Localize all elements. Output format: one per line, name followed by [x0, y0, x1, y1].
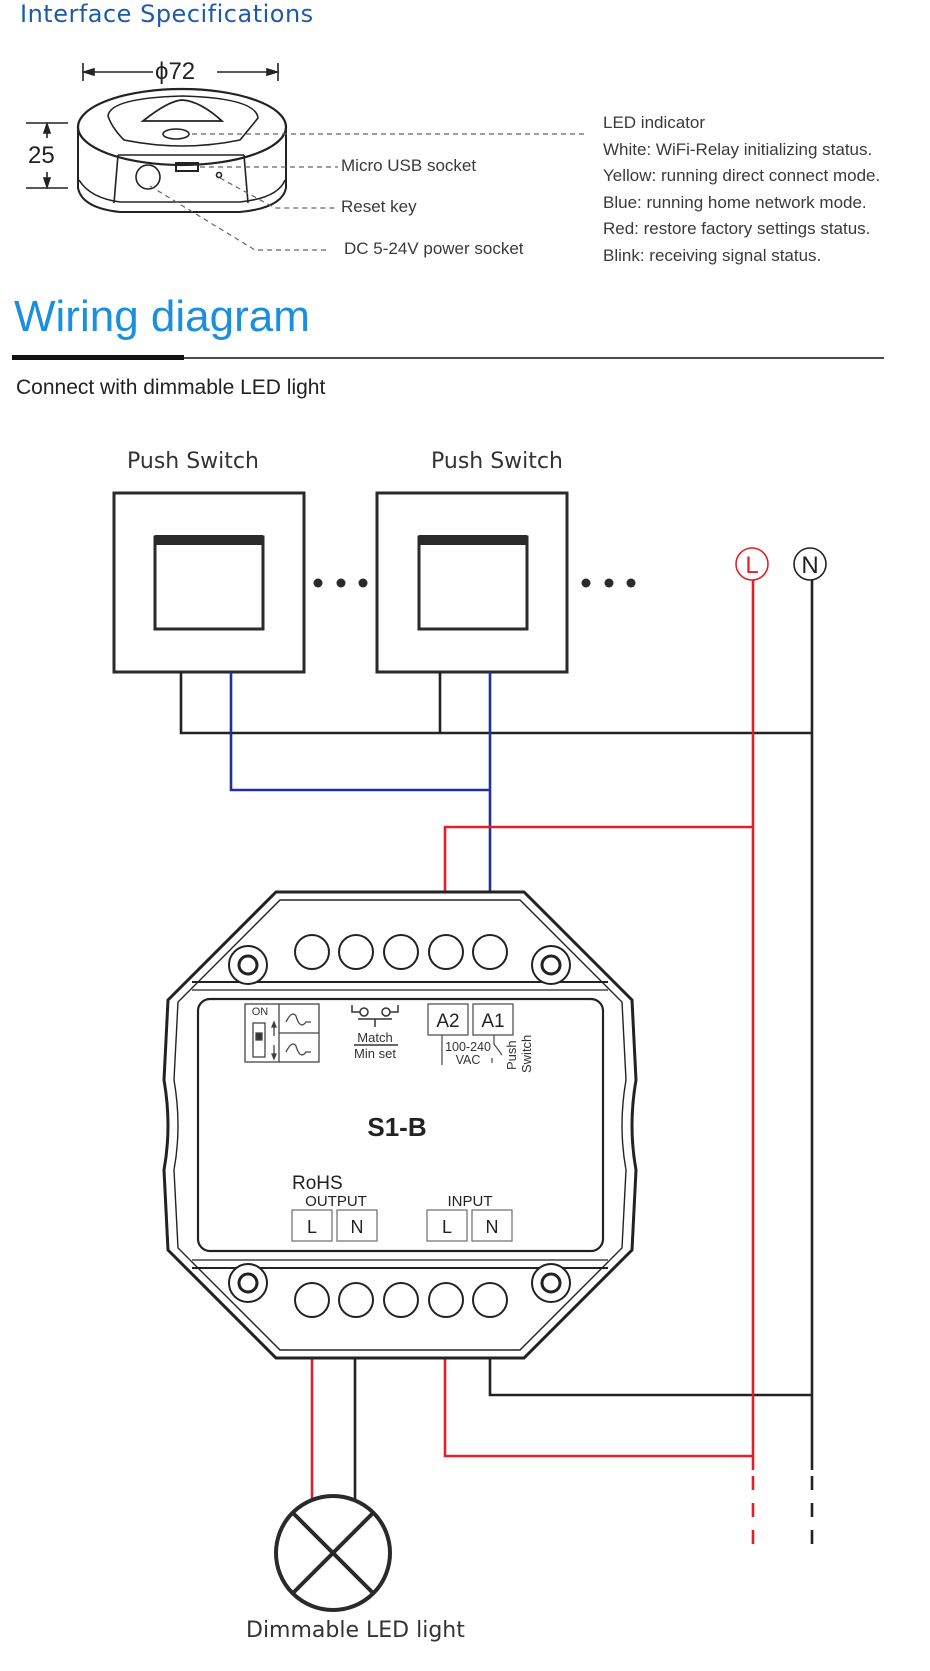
callout-micro-usb: Micro USB socket — [341, 156, 477, 175]
live-symbol: L — [735, 547, 769, 581]
diameter-label: ϕ72 — [155, 58, 196, 85]
output-l-label: L — [307, 1217, 317, 1237]
led-indicator-heading: LED indicator — [603, 113, 706, 132]
terminal-top-4 — [428, 934, 464, 970]
terminal-top-3 — [383, 934, 419, 970]
controller-model: S1-B — [367, 1112, 426, 1142]
rohs-mark: RoHS — [292, 1173, 343, 1194]
terminal-top-1 — [294, 934, 330, 970]
minset-label: Min set — [354, 1046, 396, 1061]
lamp-label: Dimmable LED light — [246, 1618, 465, 1643]
interface-specifications-title: Interface Specifications — [20, 0, 314, 28]
input-n-label: N — [486, 1217, 499, 1237]
input-label: INPUT — [448, 1193, 493, 1210]
wiring-diagram-title: Wiring diagram — [14, 292, 310, 341]
terminal-top-2 — [338, 934, 374, 970]
terminal-bottom-2 — [338, 1282, 374, 1318]
terminal-top-5 — [472, 934, 508, 970]
neutral-label: N — [801, 552, 818, 579]
mounting-holes — [228, 945, 571, 1303]
wiring-diagram-subtitle: Connect with dimmable LED light — [16, 376, 326, 399]
push-switch-1-label: Push Switch — [127, 449, 259, 474]
match-label: Match — [357, 1030, 392, 1045]
terminal-bottom-5 — [472, 1282, 508, 1318]
switch-label: Switch — [519, 1035, 534, 1073]
led-status-red: Red: restore factory settings status. — [603, 219, 871, 238]
push-switch-2-label: Push Switch — [431, 449, 563, 474]
output-n-label: N — [351, 1217, 364, 1237]
terminal-bottom-3 — [383, 1282, 419, 1318]
dip-switch-block — [244, 1003, 320, 1063]
power-terminal-labels — [427, 1003, 514, 1065]
terminal-bottom-1 — [294, 1282, 330, 1318]
io-terminal-boxes — [291, 1209, 513, 1242]
controller-housing — [162, 890, 638, 1360]
led-status-yellow: Yellow: running direct connect mode. — [603, 166, 881, 185]
match-button-symbol — [351, 1005, 399, 1046]
led-status-white: White: WiFi-Relay initializing status. — [603, 139, 873, 159]
a2-label: A2 — [436, 1011, 459, 1032]
led-indicator-legend: LED indicator White: WiFi-Relay initiali… — [603, 110, 880, 269]
height-label: 25 — [28, 142, 55, 169]
led-status-blink: Blink: receiving signal status. — [603, 245, 822, 265]
input-l-label: L — [442, 1217, 452, 1237]
terminal-screws — [294, 934, 508, 1318]
output-label: OUTPUT — [305, 1193, 367, 1210]
push-label: Push — [504, 1040, 519, 1070]
neutral-symbol: N — [793, 547, 827, 581]
ellipsis-dots — [313, 578, 636, 588]
voltage-label-2: VAC — [456, 1053, 481, 1067]
callout-reset-key: Reset key — [341, 197, 417, 216]
device-illustration — [26, 63, 288, 213]
callout-leaders — [149, 133, 585, 251]
voltage-label-1: 100-240 — [445, 1040, 491, 1054]
section-rule-accent — [12, 355, 184, 360]
callout-dc-power: DC 5-24V power socket — [344, 239, 524, 258]
live-label: L — [745, 552, 758, 579]
push-switch-1 — [112, 491, 306, 674]
led-lamp-symbol — [274, 1494, 392, 1612]
push-switch-2 — [375, 491, 569, 674]
terminal-bottom-4 — [428, 1282, 464, 1318]
a1-label: A1 — [481, 1011, 504, 1032]
led-status-blue: Blue: running home network mode. — [603, 192, 867, 212]
dip-on-label: ON — [252, 1006, 269, 1018]
